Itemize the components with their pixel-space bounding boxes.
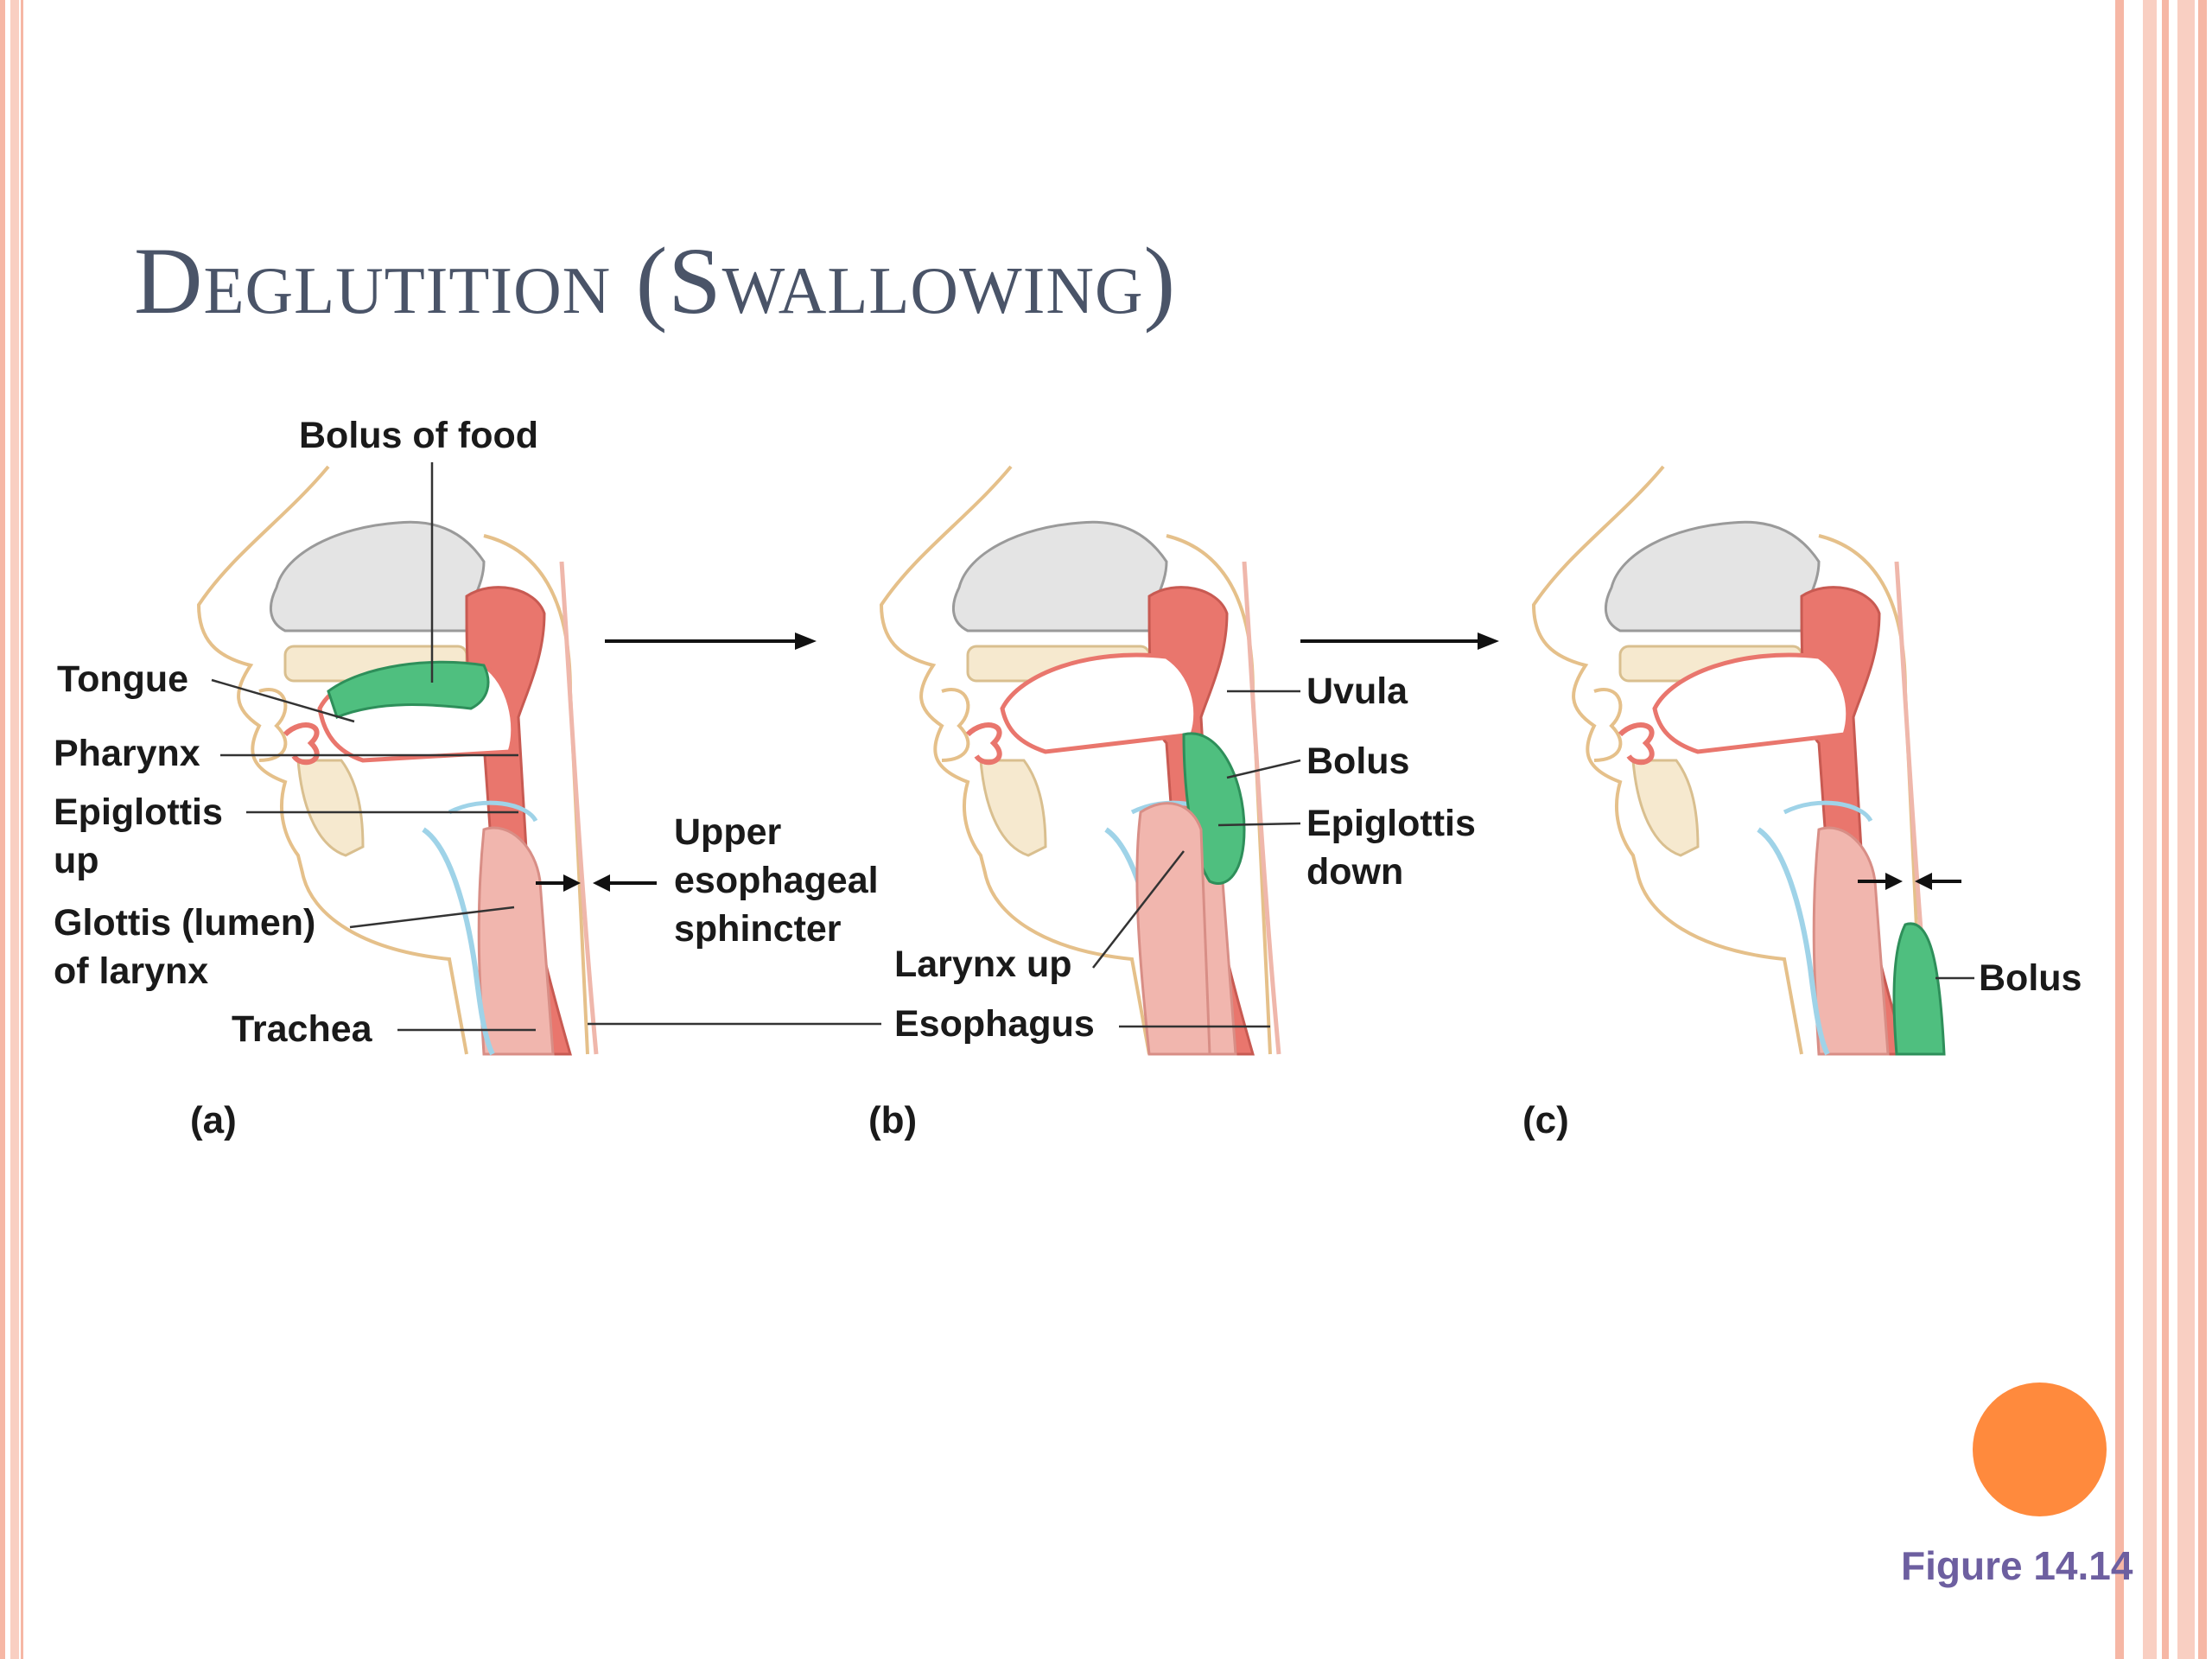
panel-tag-b: (b) <box>868 1099 918 1141</box>
figure-caption: Figure 14.14 <box>1901 1543 2133 1588</box>
label-glottis-line2: of larynx <box>54 950 209 992</box>
label-upper-esophageal-sphincter-line3: sphincter <box>674 908 842 950</box>
panel-c-illustration <box>1534 467 1946 1054</box>
process-arrow-b-to-c <box>1300 632 1499 650</box>
panel-b-illustration <box>881 467 1279 1054</box>
label-uvula: Uvula <box>1306 671 1408 712</box>
label-upper-esophageal-sphincter-line1: Upper <box>674 811 782 853</box>
label-epiglottis-up-line2: up <box>54 840 99 881</box>
label-esophagus: Esophagus <box>894 1003 1095 1045</box>
right-frame-border <box>2115 0 2207 1659</box>
sphincter-arrows-c <box>1858 873 1961 890</box>
label-epiglottis-down-line1: Epiglottis <box>1306 803 1476 844</box>
label-bolus-b: Bolus <box>1306 741 1410 782</box>
label-bolus-c: Bolus <box>1979 957 2082 999</box>
panel-tag-a: (a) <box>190 1099 237 1141</box>
label-epiglottis-down-line2: down <box>1306 851 1404 893</box>
label-larynx-up: Larynx up <box>894 944 1072 985</box>
leader-lines <box>211 462 1974 1032</box>
sphincter-arrows-a <box>536 874 657 892</box>
label-epiglottis-up-line1: Epiglottis <box>54 791 223 833</box>
label-upper-esophageal-sphincter-line2: esophageal <box>674 860 879 901</box>
slide-title: Deglutition (Swallowing) <box>134 228 1177 334</box>
panel-a-illustration <box>199 467 596 1054</box>
left-frame-border <box>0 0 23 1659</box>
deglutition-diagram <box>0 462 1974 1659</box>
decorative-orange-circle <box>1973 1382 2107 1516</box>
label-pharynx: Pharynx <box>54 733 200 774</box>
label-glottis-line1: Glottis (lumen) <box>54 902 316 944</box>
process-arrow-a-to-b <box>605 632 817 650</box>
label-trachea: Trachea <box>232 1008 372 1050</box>
label-tongue: Tongue <box>57 658 189 700</box>
panel-tag-c: (c) <box>1522 1099 1569 1141</box>
label-bolus-of-food: Bolus of food <box>299 415 539 456</box>
